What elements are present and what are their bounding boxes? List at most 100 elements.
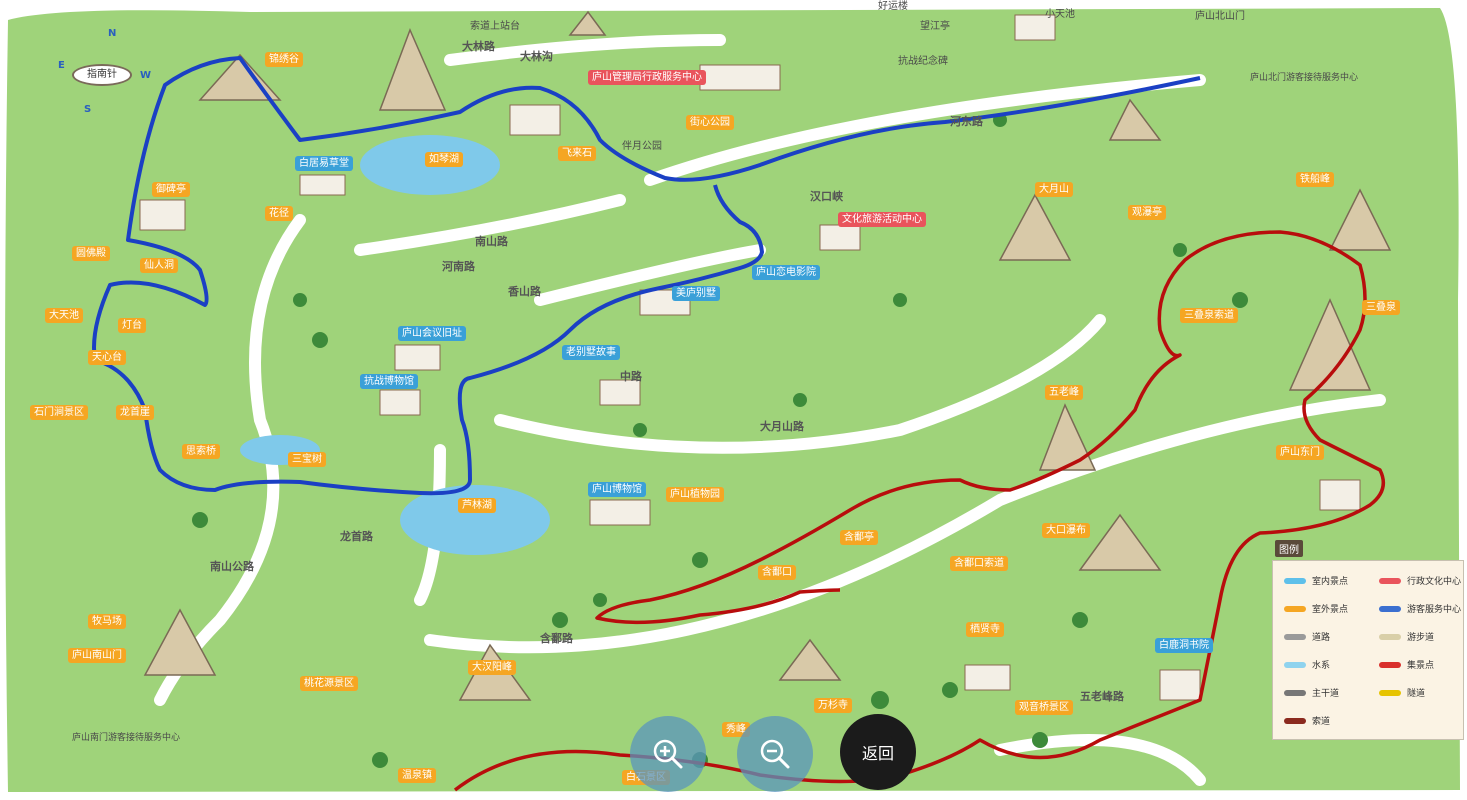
legend-swatch	[1284, 605, 1306, 612]
legend-item: 索道	[1284, 714, 1330, 727]
compass-east: E	[58, 60, 65, 71]
road-label: 河南路	[442, 260, 475, 273]
label-huajing[interactable]: 花径	[265, 206, 293, 221]
label-guanyinqiao[interactable]: 观音桥景区	[1015, 700, 1073, 715]
label-guanliju[interactable]: 庐山管理局行政服务中心	[588, 70, 706, 85]
label-taohuayuan[interactable]: 桃花源景区	[300, 676, 358, 691]
label-tieshufeng[interactable]: 铁船峰	[1296, 172, 1334, 187]
label-lushan-nanshanmen[interactable]: 庐山南山门	[68, 648, 126, 663]
legend-label: 室外景点	[1312, 605, 1349, 615]
label-xianrendong[interactable]: 仙人洞	[140, 258, 178, 273]
red-route	[453, 230, 1386, 792]
label-longshouya[interactable]: 龙首崖	[116, 405, 154, 420]
legend-swatch	[1284, 633, 1306, 640]
legend-item: 主干道	[1284, 686, 1339, 699]
compass-south: S	[84, 104, 92, 115]
road-label: 含鄱路	[540, 632, 573, 645]
label-dahanyangfeng[interactable]: 大汉阳峰	[468, 660, 516, 675]
label-bailudong[interactable]: 白鹿洞书院	[1155, 638, 1213, 653]
label-dayueshan[interactable]: 大月山	[1035, 182, 1073, 197]
label-lushan-dongmen[interactable]: 庐山东门	[1276, 445, 1324, 460]
legend-item: 游步道	[1379, 630, 1434, 643]
label-kangzhan-bowuguan[interactable]: 抗战博物馆	[360, 374, 418, 389]
label-tianxintai[interactable]: 天心台	[88, 350, 126, 365]
legend-swatch	[1284, 689, 1306, 696]
road-label: 南山路	[475, 235, 508, 248]
label-dengtai[interactable]: 灯台	[118, 318, 146, 333]
road-label: 龙首路	[340, 530, 373, 543]
legend-item: 道路	[1284, 630, 1330, 643]
label-wulaofeng[interactable]: 五老峰	[1045, 385, 1083, 400]
back-button-label: 返回	[861, 744, 894, 763]
legend-item: 室内景点	[1284, 574, 1348, 587]
zoom-out-icon	[760, 739, 790, 769]
back-button[interactable]: 返回	[840, 714, 916, 790]
road-label: 大林沟	[520, 50, 553, 63]
label-siliaoqiao[interactable]: 思索桥	[182, 444, 220, 459]
label-guanpuiting[interactable]: 观瀑亭	[1128, 205, 1166, 220]
label-shimenjian[interactable]: 石门涧景区	[30, 405, 88, 420]
legend-label: 主干道	[1312, 689, 1340, 699]
label-sanbaoshu[interactable]: 三宝树	[288, 452, 326, 467]
label-lushan-bowuguan[interactable]: 庐山博物馆	[588, 482, 646, 497]
road-label: 中路	[620, 370, 642, 383]
label-hanpokou-suodao[interactable]: 含鄱口索道	[950, 556, 1008, 571]
label-meilu-bieshu[interactable]: 美庐别墅	[672, 286, 720, 301]
road-label: 汉口峡	[810, 190, 843, 203]
label-yubeiting[interactable]: 御碑亭	[152, 182, 190, 197]
compass-label: 指南针	[72, 64, 132, 86]
legend-label: 行政文化中心	[1407, 577, 1462, 587]
label-wenquan[interactable]: 温泉镇	[398, 768, 436, 783]
label-hanpokou[interactable]: 含鄱口	[758, 565, 796, 580]
label-bailu-caotang[interactable]: 白居易草堂	[295, 156, 353, 171]
legend-swatch	[1284, 717, 1306, 724]
label-nanmen-service[interactable]: 庐山南门游客接待服务中心	[72, 733, 181, 743]
legend-swatch	[1379, 633, 1401, 640]
zoom-out-button[interactable]	[737, 716, 813, 792]
legend-item: 行政文化中心	[1379, 574, 1461, 587]
legend-item: 集景点	[1379, 658, 1434, 671]
label-jinxiugu[interactable]: 锦绣谷	[265, 52, 303, 67]
map-legend	[1272, 560, 1464, 740]
label-suodao-up[interactable]: 索道上站台	[470, 21, 520, 32]
road-label: 大林路	[462, 40, 495, 53]
label-muchang[interactable]: 牧马场	[88, 614, 126, 629]
label-feilaishi[interactable]: 飞来石	[558, 146, 596, 161]
label-wangjiangting[interactable]: 望江亭	[920, 21, 950, 32]
label-bangyue-gongyuan[interactable]: 伴月公园	[622, 141, 662, 152]
legend-item: 游客服务中心	[1379, 602, 1461, 615]
label-qixianshi[interactable]: 栖贤寺	[966, 622, 1004, 637]
label-ruqinhu[interactable]: 如琴湖	[425, 152, 463, 167]
label-lushan-beishanmen[interactable]: 庐山北山门	[1195, 11, 1245, 22]
label-lushan-dianying[interactable]: 庐山恋电影院	[752, 265, 820, 280]
label-hanpoting[interactable]: 含鄱亭	[840, 530, 878, 545]
legend-label: 水系	[1312, 661, 1331, 671]
label-laobieshu-gushi[interactable]: 老别墅故事	[562, 345, 620, 360]
label-yuanfodian[interactable]: 圆佛殿	[72, 246, 110, 261]
label-beimen-service[interactable]: 庐山北门游客接待服务中心	[1250, 73, 1359, 83]
label-sandiequan-suodao[interactable]: 三叠泉索道	[1180, 308, 1238, 323]
legend-swatch	[1379, 605, 1401, 612]
road-label: 大月山路	[760, 420, 804, 433]
label-lulinhu[interactable]: 芦林湖	[458, 498, 496, 513]
legend-label: 索道	[1312, 717, 1331, 727]
label-wenhua-zhongxin[interactable]: 文化旅游活动中心	[838, 212, 926, 227]
label-xiaotianchi[interactable]: 小天池	[1045, 9, 1075, 20]
label-kangzhan-jinianbei[interactable]: 抗战纪念碑	[898, 56, 948, 67]
label-datianchi[interactable]: 大天池	[45, 308, 83, 323]
label-jiexin-gongyuan[interactable]: 街心公园	[686, 115, 734, 130]
label-wanshansi[interactable]: 万杉寺	[814, 698, 852, 713]
label-dakoupubu[interactable]: 大口瀑布	[1042, 523, 1090, 538]
label-lushan-huiyi[interactable]: 庐山会议旧址	[398, 326, 466, 341]
compass-north: N	[108, 28, 117, 39]
legend-label: 游客服务中心	[1407, 605, 1462, 615]
compass: N S E W	[56, 28, 151, 120]
zoom-in-button[interactable]	[630, 716, 706, 792]
legend-item: 水系	[1284, 658, 1330, 671]
label-haoyunlou[interactable]: 好运楼	[878, 1, 908, 12]
label-sandiequan[interactable]: 三叠泉	[1362, 300, 1400, 315]
compass-west: W	[140, 70, 152, 81]
label-lushan-zhiwuyuan[interactable]: 庐山植物园	[666, 487, 724, 502]
road-label: 南山公路	[210, 560, 254, 573]
